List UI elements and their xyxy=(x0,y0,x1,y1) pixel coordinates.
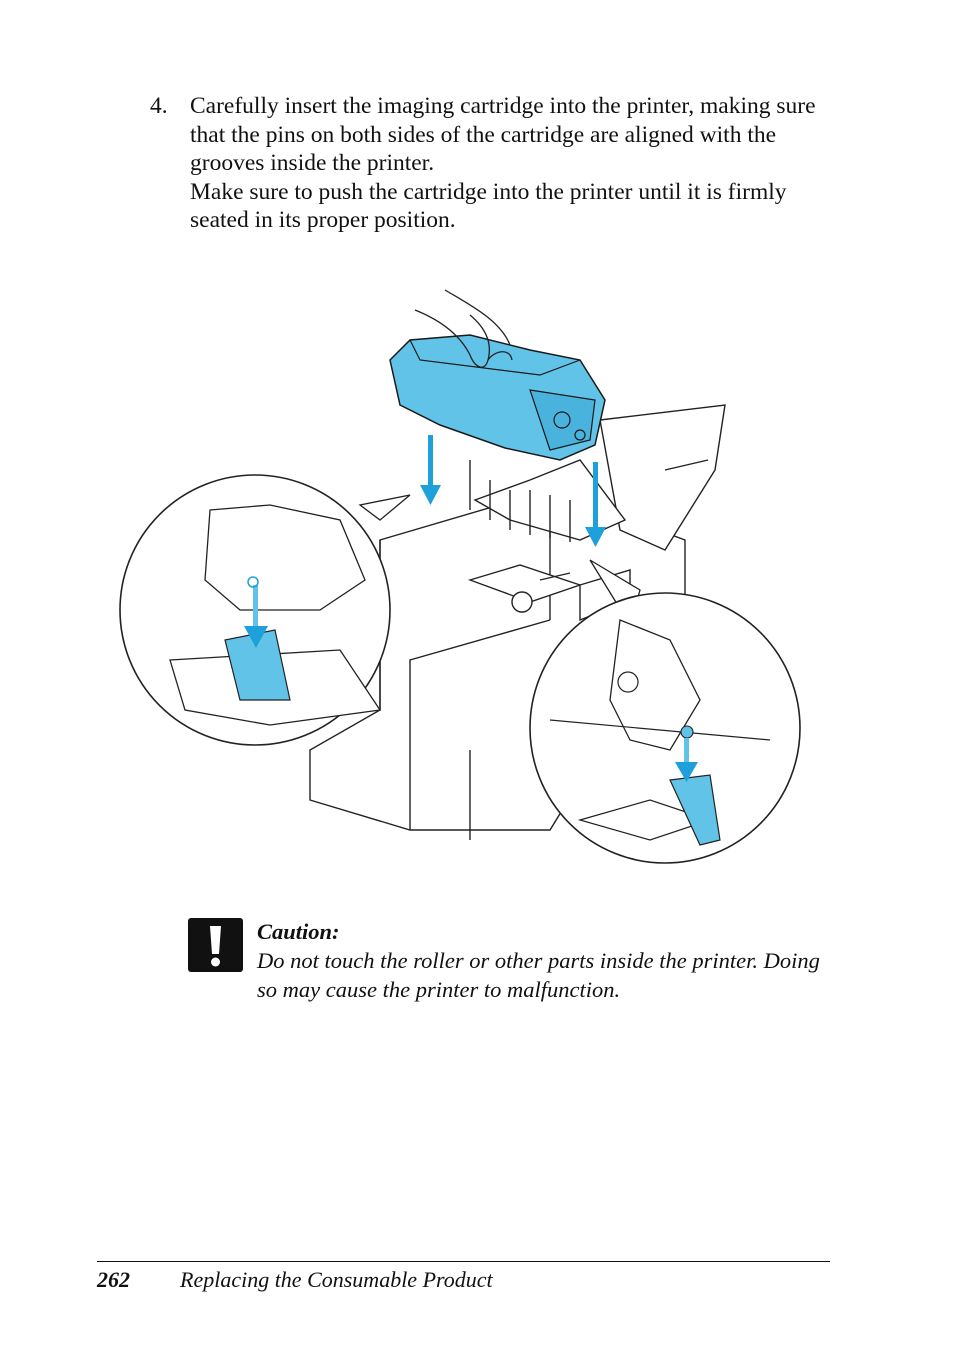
step-number: 4. xyxy=(150,93,168,119)
hand-icon xyxy=(414,289,513,368)
printer-cover-icon xyxy=(469,404,726,551)
caution-note: Caution: Do not touch the roller or othe… xyxy=(257,917,837,1004)
footer-divider xyxy=(97,1261,830,1262)
caution-text: Do not touch the roller or other parts i… xyxy=(257,948,820,1002)
step-line-2: Make sure to push the cartridge into the… xyxy=(190,178,787,234)
caution-title: Caution: xyxy=(257,919,340,944)
zoom-circle-icon-right xyxy=(529,559,801,864)
cartridge-insertion-illustration xyxy=(110,280,810,880)
zoom-circle-icon xyxy=(119,474,411,746)
running-title: Replacing the Consumable Product xyxy=(180,1267,493,1292)
step-body: Carefully insert the imaging cartridge i… xyxy=(190,92,840,235)
imaging-cartridge-icon xyxy=(389,334,606,461)
down-arrow-icon xyxy=(420,435,606,547)
exclamation-icon xyxy=(188,918,243,972)
page-number: 262 xyxy=(97,1267,130,1292)
step-line-1: Carefully insert the imaging cartridge i… xyxy=(190,93,816,177)
